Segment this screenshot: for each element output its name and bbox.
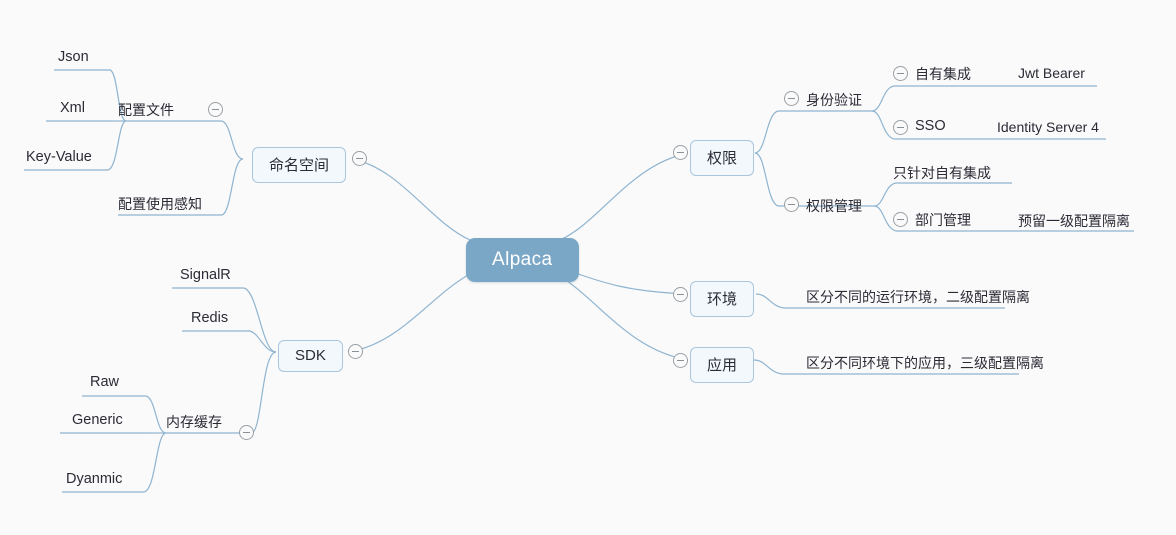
node-department-mgmt-label: 部门管理 <box>915 212 971 228</box>
node-sdk-label: SDK <box>295 347 326 364</box>
node-config-awareness-label: 配置使用感知 <box>118 196 202 212</box>
collapse-toggle-memory-cache[interactable] <box>239 425 254 440</box>
wire-namespace-configfile <box>221 120 244 160</box>
node-raw-label: Raw <box>90 374 120 390</box>
node-permission-mgmt-label: 权限管理 <box>806 198 862 214</box>
collapse-toggle-own-integration[interactable] <box>893 66 908 81</box>
node-memory-cache-label: 内存缓存 <box>166 414 222 430</box>
collapse-toggle-permission-mgmt[interactable] <box>784 197 799 212</box>
collapse-toggle-environment[interactable] <box>673 287 688 302</box>
wire-memcache-raw <box>145 395 167 434</box>
collapse-toggle-department-mgmt[interactable] <box>893 212 908 227</box>
wire-environment-note <box>755 293 785 309</box>
node-application-label: 应用 <box>707 357 738 374</box>
node-json-label: Json <box>58 49 89 65</box>
wire-root-sdk <box>347 273 471 353</box>
node-dyanmic-label: Dyanmic <box>66 471 123 487</box>
node-department-mgmt[interactable]: 部门管理 <box>915 210 971 234</box>
node-xml-label: Xml <box>60 100 85 116</box>
node-key-value[interactable]: Key-Value <box>26 149 92 169</box>
wire-permission-mgmt <box>754 152 779 207</box>
root-label: Alpaca <box>492 249 553 270</box>
collapse-toggle-sso[interactable] <box>893 120 908 135</box>
node-namespace[interactable]: 命名空间 <box>252 147 347 183</box>
node-permission-label: 权限 <box>707 150 738 167</box>
node-only-own-integration[interactable]: 只针对自有集成 <box>893 163 991 187</box>
node-dyanmic[interactable]: Dyanmic <box>66 471 122 491</box>
note-department-mgmt-label: 预留一级配置隔离 <box>1018 213 1130 229</box>
node-permission[interactable]: 权限 <box>690 140 755 176</box>
wire-auth-own <box>871 85 895 112</box>
node-generic-label: Generic <box>72 412 123 428</box>
node-environment[interactable]: 环境 <box>690 281 755 317</box>
collapse-toggle-config-file[interactable] <box>208 102 223 117</box>
node-own-integration-label: 自有集成 <box>915 66 971 82</box>
collapse-toggle-authentication[interactable] <box>784 91 799 106</box>
node-sso[interactable]: SSO <box>915 118 946 138</box>
node-config-awareness[interactable]: 配置使用感知 <box>118 194 202 218</box>
wire-namespace-awareness <box>221 158 244 216</box>
wire-root-environment <box>561 267 689 295</box>
node-config-file-label: 配置文件 <box>118 102 174 118</box>
node-redis-label: Redis <box>191 310 229 326</box>
node-sdk[interactable]: SDK <box>278 340 343 372</box>
note-jwt-bearer: Jwt Bearer <box>1018 65 1085 81</box>
wire-sdk-memcache <box>251 351 277 434</box>
collapse-toggle-namespace[interactable] <box>352 151 367 166</box>
note-environment: 区分不同的运行环境，二级配置隔离 <box>806 287 1030 307</box>
wire-root-application <box>559 275 689 361</box>
wire-permission-auth <box>754 110 779 154</box>
node-config-file[interactable]: 配置文件 <box>118 100 174 124</box>
node-namespace-label: 命名空间 <box>269 157 330 174</box>
wire-application-note <box>753 359 783 375</box>
node-memory-cache[interactable]: 内存缓存 <box>166 412 222 436</box>
node-redis[interactable]: Redis <box>191 310 228 330</box>
note-application: 区分不同环境下的应用，三级配置隔离 <box>806 353 1044 373</box>
node-key-value-label: Key-Value <box>26 149 92 165</box>
wire-root-permission <box>559 152 689 241</box>
wire-root-namespace <box>351 158 471 241</box>
root-node[interactable]: Alpaca <box>466 238 579 282</box>
node-application[interactable]: 应用 <box>690 347 755 383</box>
node-raw[interactable]: Raw <box>90 374 119 394</box>
note-jwt-bearer-label: Jwt Bearer <box>1018 65 1085 81</box>
node-environment-label: 环境 <box>707 291 738 308</box>
wire-sdk-redis <box>249 330 277 353</box>
note-environment-label: 区分不同的运行环境，二级配置隔离 <box>806 289 1030 305</box>
node-authentication-label: 身份验证 <box>806 92 862 108</box>
node-signalr-label: SignalR <box>180 267 231 283</box>
collapse-toggle-permission[interactable] <box>673 145 688 160</box>
wire-sdk-signalr <box>243 287 277 353</box>
wire-auth-sso <box>871 110 895 140</box>
note-department-mgmt: 预留一级配置隔离 <box>1018 211 1130 231</box>
collapse-toggle-sdk[interactable] <box>348 344 363 359</box>
note-application-label: 区分不同环境下的应用，三级配置隔离 <box>806 355 1044 371</box>
wire-configfile-keyvalue <box>107 120 127 171</box>
node-permission-mgmt[interactable]: 权限管理 <box>806 196 862 220</box>
node-own-integration[interactable]: 自有集成 <box>915 64 971 88</box>
collapse-toggle-application[interactable] <box>673 353 688 368</box>
wire-memcache-dyanmic <box>143 432 167 493</box>
node-xml[interactable]: Xml <box>60 100 85 120</box>
node-authentication[interactable]: 身份验证 <box>806 90 862 114</box>
node-only-own-integration-label: 只针对自有集成 <box>893 165 991 181</box>
note-identity-server-label: Identity Server 4 <box>997 119 1099 135</box>
node-signalr[interactable]: SignalR <box>180 267 231 287</box>
node-sso-label: SSO <box>915 118 946 134</box>
node-json[interactable]: Json <box>58 49 89 69</box>
node-generic[interactable]: Generic <box>72 412 123 432</box>
note-identity-server: Identity Server 4 <box>997 119 1099 135</box>
